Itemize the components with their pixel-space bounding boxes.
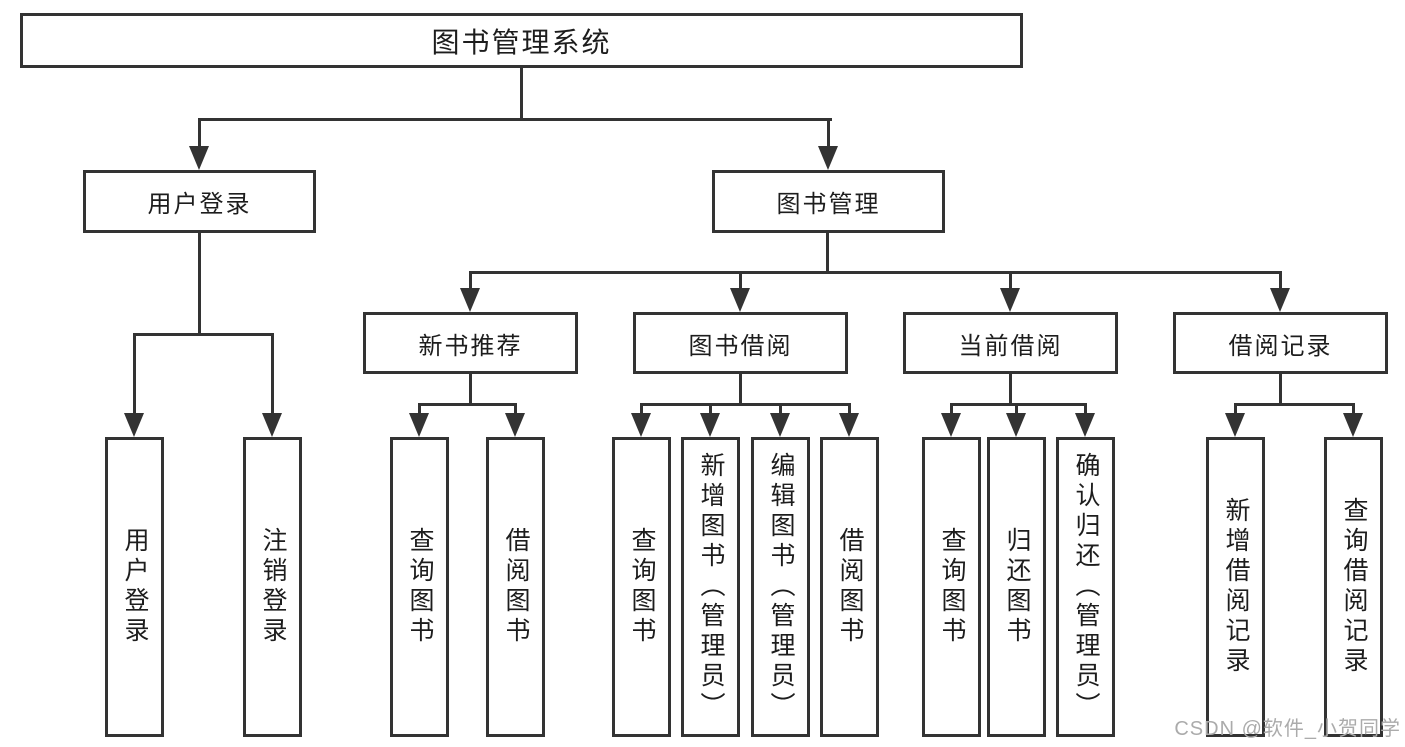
connector-line — [1352, 403, 1355, 419]
node-root-library-system: 图书管理系统 — [20, 13, 1023, 68]
arrow-down-icon — [1075, 413, 1095, 437]
leaf-add-books-admin: 新增图书（管理员） — [681, 437, 740, 737]
arrow-down-icon — [189, 146, 209, 170]
connector-line — [739, 374, 742, 406]
arrow-down-icon — [818, 146, 838, 170]
connector-line — [469, 374, 472, 406]
connector-line — [950, 403, 953, 419]
connector-line — [848, 403, 851, 419]
leaf-query-books-borrow: 查询图书 — [612, 437, 671, 737]
connector-line — [827, 118, 830, 151]
connector-line — [826, 233, 829, 274]
arrow-down-icon — [700, 413, 720, 437]
arrow-down-icon — [1000, 288, 1020, 312]
arrow-down-icon — [730, 288, 750, 312]
arrow-down-icon — [1225, 413, 1245, 437]
leaf-query-borrow-record: 查询借阅记录 — [1324, 437, 1383, 737]
connector-line — [1015, 403, 1018, 419]
csdn-watermark: CSDN @软件_小贺同学 — [1174, 718, 1401, 740]
node-book-borrow: 图书借阅 — [633, 312, 848, 374]
arrow-down-icon — [631, 413, 651, 437]
arrow-down-icon — [1006, 413, 1026, 437]
connector-line — [198, 118, 201, 151]
connector-line — [1009, 271, 1012, 295]
node-book-management: 图书管理 — [712, 170, 945, 233]
node-user-login: 用户登录 — [83, 170, 316, 233]
leaf-confirm-return-admin: 确认归还（管理员） — [1056, 437, 1115, 737]
leaf-query-books-current: 查询图书 — [922, 437, 981, 737]
node-current-borrow: 当前借阅 — [903, 312, 1118, 374]
connector-line — [640, 403, 643, 419]
arrow-down-icon — [409, 413, 429, 437]
connector-line — [469, 271, 472, 295]
arrow-down-icon — [1270, 288, 1290, 312]
leaf-borrow-books-recommend: 借阅图书 — [486, 437, 545, 737]
connector-line — [520, 68, 523, 120]
arrow-down-icon — [124, 413, 144, 437]
node-borrow-records: 借阅记录 — [1173, 312, 1388, 374]
node-new-book-recommend: 新书推荐 — [363, 312, 578, 374]
connector-line — [779, 403, 782, 419]
connector-line — [1279, 374, 1282, 406]
leaf-logout: 注销登录 — [243, 437, 302, 737]
connector-line — [1084, 403, 1087, 419]
connector-line — [418, 403, 421, 419]
connector-line — [739, 271, 742, 295]
arrow-down-icon — [505, 413, 525, 437]
arrow-down-icon — [460, 288, 480, 312]
connector-line — [709, 403, 712, 419]
leaf-edit-books-admin: 编辑图书（管理员） — [751, 437, 810, 737]
connector-line — [514, 403, 517, 419]
arrow-down-icon — [262, 413, 282, 437]
connector-line — [133, 333, 274, 336]
leaf-query-books-recommend: 查询图书 — [390, 437, 449, 737]
connector-line — [419, 403, 517, 406]
connector-line — [641, 403, 850, 406]
connector-line — [1234, 403, 1237, 419]
arrow-down-icon — [941, 413, 961, 437]
connector-line — [951, 403, 1086, 406]
leaf-return-books: 归还图书 — [987, 437, 1046, 737]
leaf-borrow-books: 借阅图书 — [820, 437, 879, 737]
connector-line — [133, 333, 136, 417]
connector-line — [469, 271, 1282, 274]
connector-line — [198, 233, 201, 336]
connector-line — [1235, 403, 1354, 406]
arrow-down-icon — [770, 413, 790, 437]
connector-line — [198, 118, 832, 121]
connector-line — [1279, 271, 1282, 295]
arrow-down-icon — [1343, 413, 1363, 437]
connector-line — [271, 333, 274, 417]
leaf-user-login: 用户登录 — [105, 437, 164, 737]
connector-line — [1009, 374, 1012, 406]
arrow-down-icon — [839, 413, 859, 437]
leaf-add-borrow-record: 新增借阅记录 — [1206, 437, 1265, 737]
